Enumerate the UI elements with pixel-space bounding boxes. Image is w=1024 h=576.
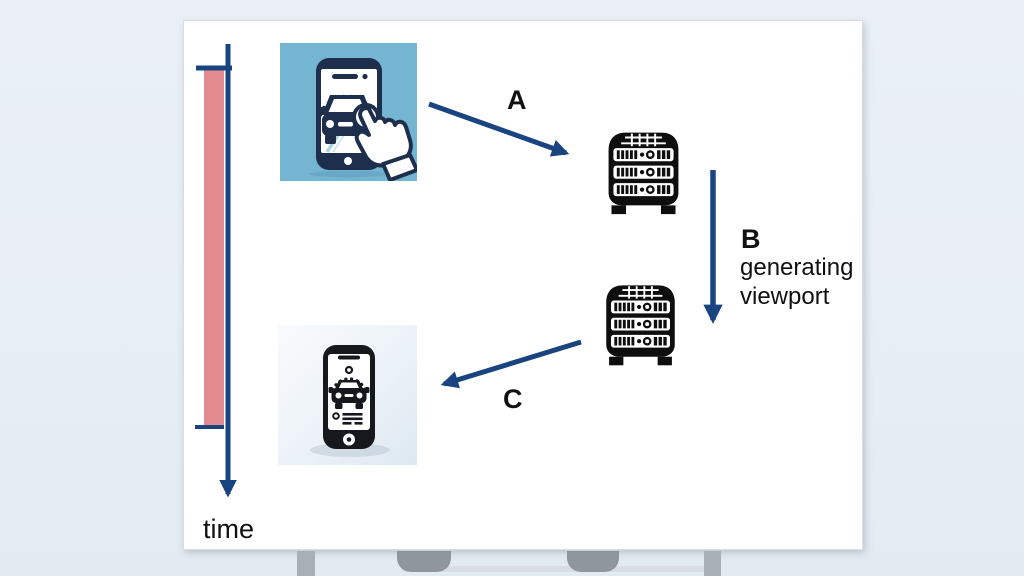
server-rack-icon [608,132,679,215]
server-node-bottom [592,272,689,371]
page-fragment-knob-left [397,551,451,572]
phone-car-tap-icon [280,43,417,181]
server-top-grid [621,133,666,147]
time-axis-label: time [203,514,255,544]
label-edge-b-note: generating viewport [740,254,854,310]
server-rack-icon [606,285,675,366]
page-fragment-shadow [402,566,712,572]
server-top-grid [618,286,663,299]
label-edge-c: C [503,384,523,414]
page-fragment-bar-left [297,551,315,576]
hand-cursor-icon [354,106,417,181]
phone-tap-image [280,43,417,181]
page-fragment-bar-right [704,551,721,576]
phone-result-image [278,325,417,465]
car-front-icon [328,380,370,409]
server-slots [613,148,674,197]
server-node-top [595,118,692,221]
text-lines-icon [332,412,363,425]
phone-car-result-icon [278,325,417,465]
label-edge-b: B [741,224,761,254]
page-fragment-knob-right [567,551,619,572]
server-slots [610,300,671,348]
label-edge-a: A [507,85,527,115]
signal-arc [331,377,367,392]
